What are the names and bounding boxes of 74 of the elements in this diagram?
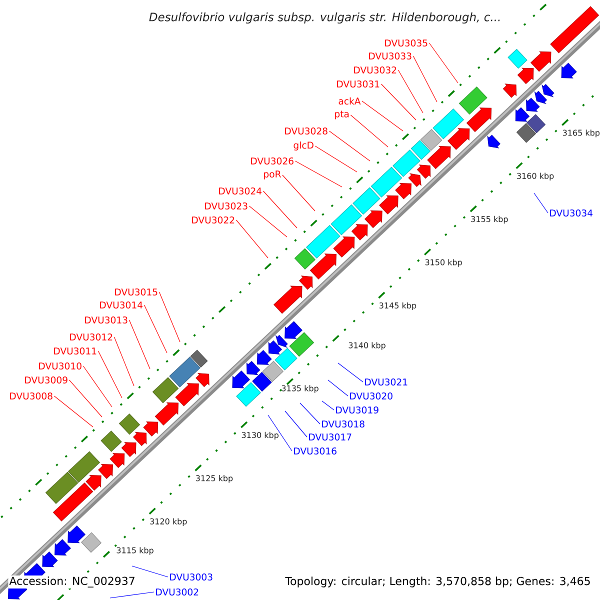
- leader-line: [284, 410, 308, 438]
- leader-line: [158, 292, 180, 342]
- scale-label: 3135 kbp: [282, 385, 318, 393]
- gene-label: pta: [335, 110, 349, 120]
- scale-label: 3120 kbp: [150, 518, 187, 526]
- leader-line: [236, 220, 268, 258]
- leader-line: [114, 336, 134, 386]
- scale-label: 3125 kbp: [196, 475, 233, 483]
- scale-label: 3150 kbp: [425, 259, 462, 267]
- scale-label: 3160 kbp: [517, 172, 554, 180]
- scale-label: 3115 kbp: [116, 547, 154, 555]
- gene-label: DVU3012: [70, 333, 112, 340]
- leader-line: [428, 42, 458, 84]
- leader-line: [412, 56, 438, 102]
- gene-label: DVU3023: [205, 202, 248, 210]
- gene-label: DVU3013: [85, 316, 128, 324]
- leader-line: [314, 146, 358, 172]
- gene-label: glcD: [294, 141, 314, 150]
- leader-line: [98, 350, 122, 398]
- gene-label: DVU3008: [10, 392, 52, 400]
- gene-label: DVU3024: [219, 187, 262, 194]
- leader-line: [338, 362, 364, 382]
- leader-line: [248, 206, 288, 238]
- leader-line: [380, 84, 416, 120]
- gene-label: DVU3019: [336, 406, 378, 414]
- accession-text: Accession: NC_002937: [8, 576, 136, 588]
- gene-label: DVU3002: [156, 588, 198, 596]
- summary-text: Topology: circular; Length: 3,570,858 bp; Genes: 3,465: [285, 576, 590, 588]
- gene-label: DVU3018: [322, 420, 364, 428]
- leader-line: [68, 380, 102, 418]
- leader-line: [268, 414, 292, 452]
- gene-label: DVU3003: [170, 573, 212, 580]
- leader-line: [362, 100, 404, 132]
- leader-line: [132, 566, 168, 578]
- scale-label: 3130 kbp: [242, 432, 279, 440]
- leader-line: [328, 130, 370, 162]
- gene-label: DVU3031: [337, 80, 380, 88]
- gene-label: DVU3017: [309, 433, 352, 440]
- leader-line: [534, 192, 548, 214]
- gene-label: DVU3009: [25, 376, 68, 384]
- gene-label: DVU3011: [54, 347, 96, 354]
- gene-label: DVU3015: [115, 288, 158, 296]
- gene-label: DVU3028: [285, 127, 328, 134]
- scale-label: 3140 kbp: [348, 342, 386, 350]
- leader-line: [82, 366, 112, 408]
- scale-label: 3155 kbp: [471, 216, 508, 224]
- leader-line: [110, 592, 154, 598]
- gene-label: DVU3033: [369, 52, 412, 60]
- gene-label: ackA: [338, 97, 361, 105]
- gene-label: poR: [264, 170, 281, 180]
- leader-line: [128, 320, 150, 370]
- gene-label: DVU3010: [39, 362, 82, 370]
- gene-label: DVU3032: [354, 66, 396, 74]
- leader-line: [398, 70, 424, 114]
- gene-label: DVU3014: [100, 301, 143, 308]
- leader-line: [328, 380, 348, 396]
- leader-line: [350, 114, 388, 148]
- gene-label: DVU3034: [550, 209, 593, 216]
- leader-line: [300, 402, 320, 424]
- title: Desulfovibrio vulgaris subsp. vulgaris str. Hildenborough, c...: [149, 12, 500, 24]
- gene-label: DVU3022: [192, 216, 234, 224]
- leader-line: [262, 190, 298, 228]
- leader-line: [294, 160, 342, 188]
- gene-label: DVU3021: [365, 378, 408, 386]
- leader-line: [282, 174, 316, 212]
- leader-line: [144, 304, 168, 354]
- leader-line: [322, 400, 334, 410]
- scale-label: 3145 kbp: [379, 302, 416, 310]
- gene-label: DVU3016: [294, 447, 336, 454]
- scale-label: 3165 kbp: [562, 130, 600, 138]
- gene-label: DVU3035: [385, 39, 428, 46]
- leader-line: [54, 396, 94, 428]
- gene-label: DVU3026: [251, 157, 294, 164]
- gene-label: DVU3020: [350, 392, 392, 400]
